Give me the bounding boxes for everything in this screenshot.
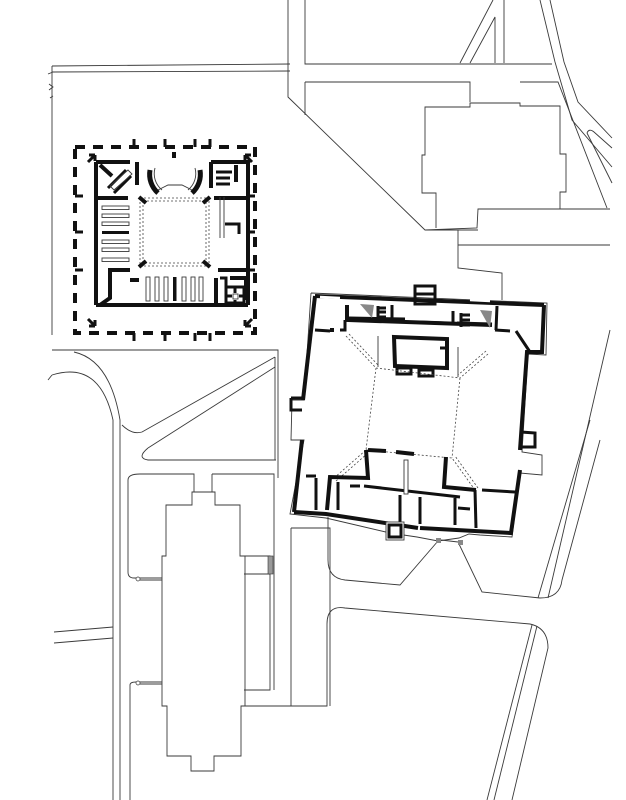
seating-rows-left	[101, 205, 130, 262]
seating-rows-bottom	[145, 276, 204, 302]
upper-right-building-outline	[421, 102, 567, 231]
center-right-building-plan	[289, 284, 548, 545]
upper-left-building-plan	[73, 139, 257, 341]
lower-left-building-outline	[135, 491, 290, 772]
road-lines	[47, 0, 613, 800]
